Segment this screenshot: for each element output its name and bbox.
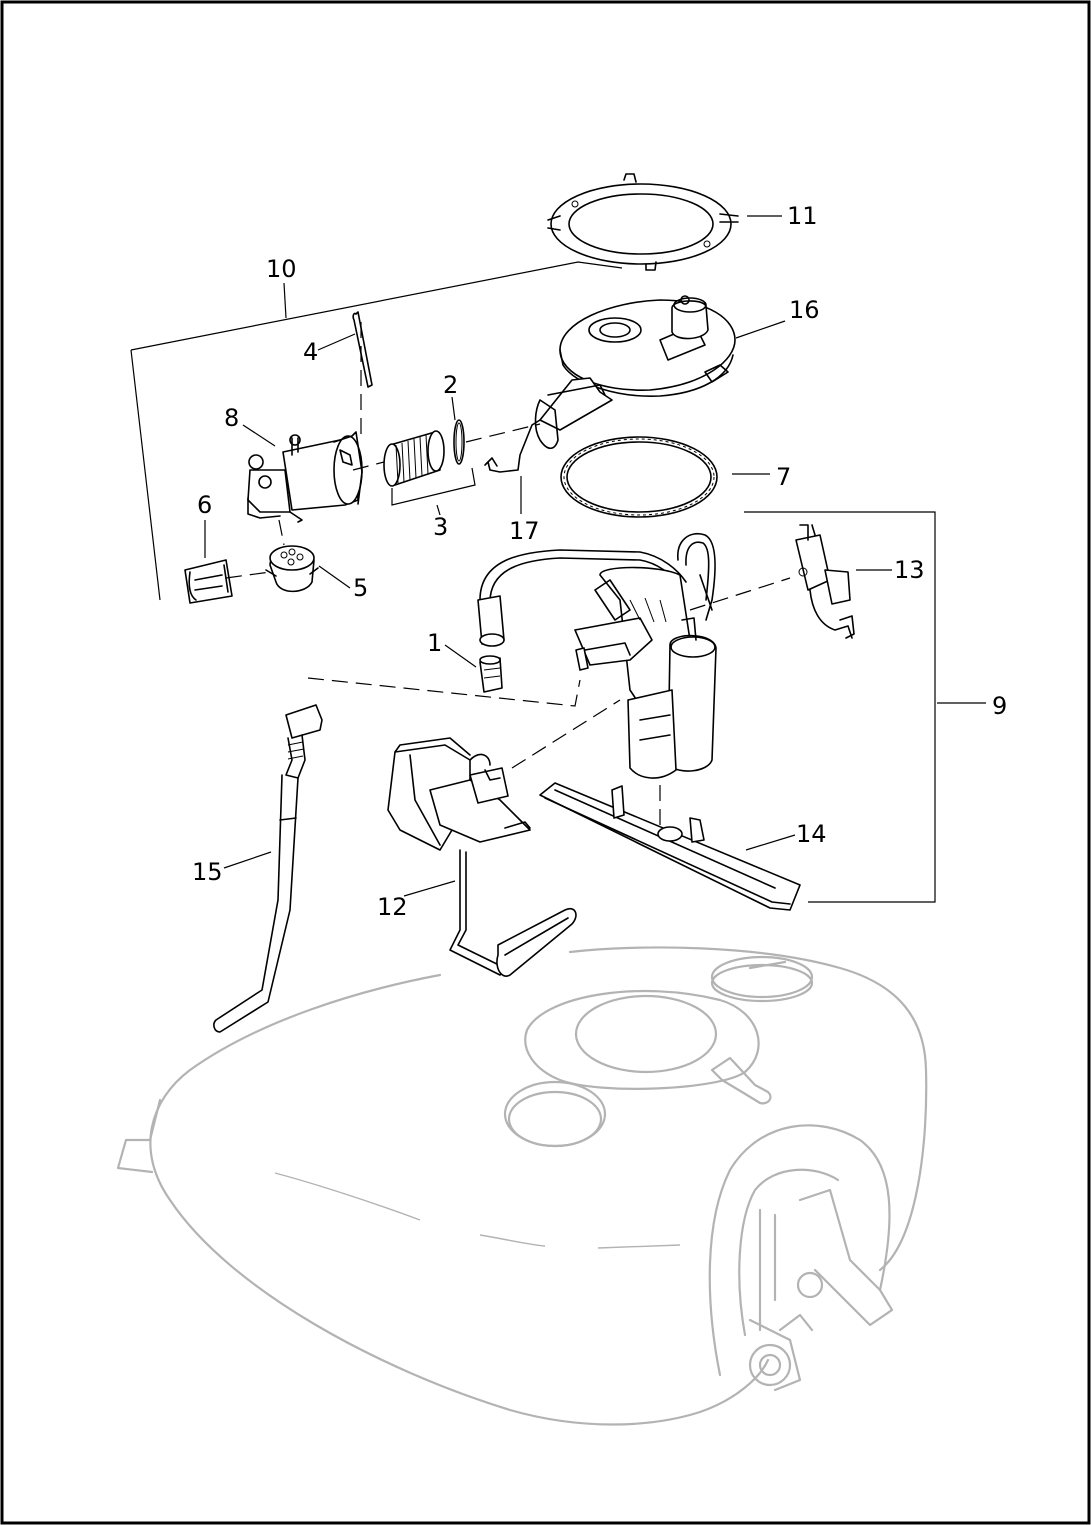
part-6-clip	[184, 559, 233, 604]
part-12-level-sender	[387, 737, 577, 977]
part-1-fitting	[479, 655, 503, 693]
part-7-seal-ring	[560, 436, 718, 518]
assembly-lines	[225, 322, 791, 832]
part-16-pump-flange	[534, 295, 736, 450]
callout-12: 12	[377, 893, 408, 921]
part-5-regulator	[265, 545, 319, 593]
part-17-wire	[484, 419, 541, 473]
callout-11: 11	[787, 202, 818, 230]
part-3-filter	[383, 430, 445, 487]
part-8-pump	[247, 431, 363, 523]
callout-10: 10	[266, 255, 297, 283]
callout-7: 7	[776, 463, 791, 491]
callout-8: 8	[224, 404, 239, 432]
callout-9: 9	[992, 692, 1007, 720]
part-15-hose	[213, 704, 323, 1033]
part-13-harness	[795, 524, 855, 639]
callout-14: 14	[796, 820, 827, 848]
callout-4: 4	[303, 338, 318, 366]
part-11-lock-ring	[547, 173, 739, 271]
fuel-tank-ghost	[116, 946, 928, 1426]
callout-13: 13	[894, 556, 925, 584]
callout-5: 5	[353, 574, 368, 602]
callout-labels: 1 2 3 4 5 6 7 8 9 10 11 12 13 14 15 16 1…	[192, 202, 1007, 921]
callout-17: 17	[509, 517, 540, 545]
callout-1: 1	[427, 629, 442, 657]
part-14-bracket	[539, 782, 801, 911]
callout-6: 6	[197, 491, 212, 519]
callout-3: 3	[433, 513, 448, 541]
part-4-clip	[352, 311, 373, 388]
leader-lines	[130, 215, 986, 903]
callout-2: 2	[443, 371, 458, 399]
part-9-pump-module	[477, 533, 717, 779]
callout-16: 16	[789, 296, 820, 324]
callout-15: 15	[192, 858, 223, 886]
part-2-o-ring	[453, 419, 465, 465]
